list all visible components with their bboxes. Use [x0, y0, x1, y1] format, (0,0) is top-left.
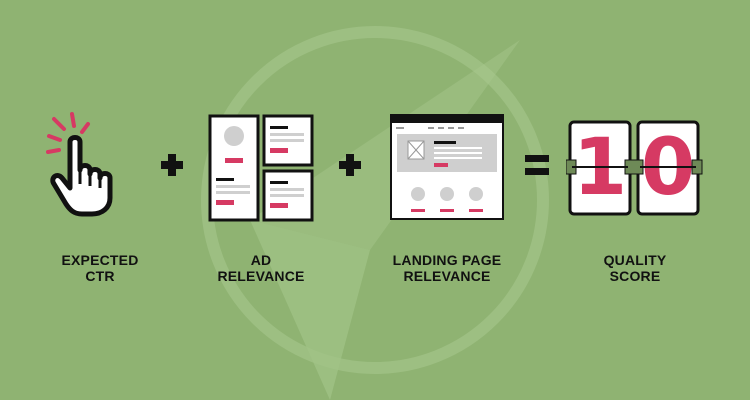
- ad-relevance-label: AD RELEVANCE: [217, 252, 305, 284]
- landing-page-relevance-label: LANDING PAGE RELEVANCE: [392, 252, 502, 284]
- plus-operator: [335, 150, 365, 180]
- expected-ctr-label: EXPECTED CTR: [61, 252, 139, 284]
- landing-page-wireframe-icon: [390, 114, 504, 220]
- plus-operator: [157, 150, 187, 180]
- hand-pointer-click-icon: [46, 112, 113, 217]
- plus-icon: [161, 154, 183, 176]
- plus-icon: [339, 154, 361, 176]
- ad-layout-cards-icon: [208, 114, 314, 222]
- equals-icon: [525, 155, 549, 175]
- quality-score-label: QUALITY SCORE: [603, 252, 667, 284]
- flip-clock-score-icon: 1 0: [566, 120, 706, 216]
- equals-operator: [522, 152, 552, 178]
